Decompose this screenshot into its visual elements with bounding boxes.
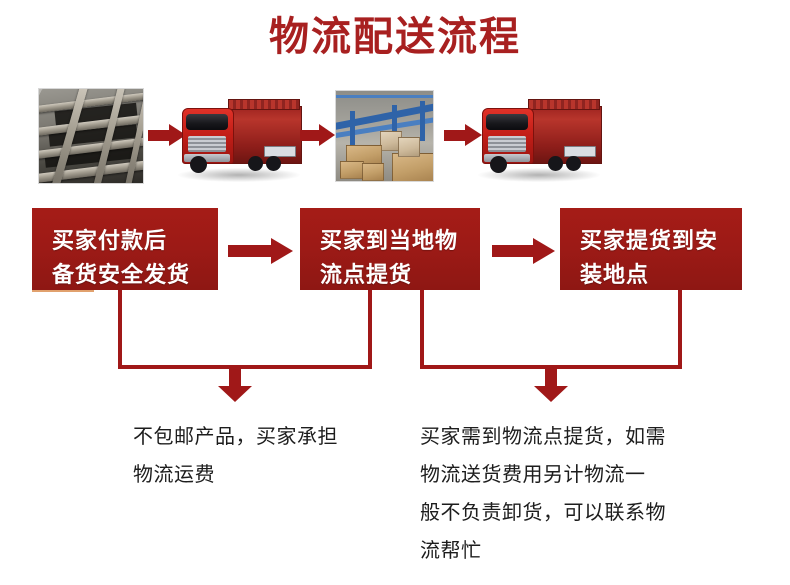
arrow-head: [534, 386, 568, 402]
flow-step-2-line-2: 流点提货: [320, 262, 413, 287]
connector-vertical-right-1: [420, 290, 424, 368]
carton: [398, 137, 420, 157]
arrow-shaft: [148, 130, 170, 141]
flow-step-3[interactable]: 买家提货到安 装地点: [560, 208, 742, 290]
arrow-shaft: [444, 130, 466, 141]
photo-arrow-2: [300, 124, 336, 146]
flow-step-3-line-1: 买家提货到安: [580, 228, 719, 253]
note-left: 不包邮产品，买家承担 物流运费: [133, 418, 403, 494]
truck-container-roof: [528, 99, 600, 110]
truck-shadow: [178, 168, 300, 182]
arrow-head: [533, 238, 555, 264]
note-right-line-3: 般不负责卸货，可以联系物: [420, 502, 666, 524]
truck-wheel: [248, 156, 263, 171]
note-left-line-1: 不包邮产品，买家承担: [133, 426, 338, 448]
truck-windshield: [186, 114, 228, 130]
arrow-head: [169, 124, 186, 146]
flow-arrow-2: [492, 238, 556, 264]
warehouse-column: [392, 105, 397, 141]
connector-horizontal-left: [118, 365, 372, 369]
flow-step-3-line-2: 装地点: [580, 262, 650, 287]
red-truck-photo-2: [476, 86, 602, 184]
ceiling-truss: [336, 95, 433, 98]
arrow-shaft: [492, 245, 534, 257]
photo-arrow-1: [148, 124, 186, 146]
page-title: 物流配送流程: [269, 13, 521, 60]
arrow-shaft: [300, 130, 320, 141]
flow-step-1-underline: [32, 290, 94, 292]
note-right-line-4: 流帮忙: [420, 540, 482, 562]
flow-step-1-line-2: 备货安全发货: [52, 262, 191, 287]
carton: [362, 163, 384, 181]
flow-step-1-line-1: 买家付款后: [52, 228, 168, 253]
arrow-head: [319, 124, 335, 146]
arrow-head: [218, 386, 252, 402]
flow-step-2-line-1: 买家到当地物: [320, 228, 459, 253]
warehouse-photo: [335, 90, 434, 182]
truck-container-roof: [228, 99, 300, 110]
arrow-shaft: [228, 245, 272, 257]
truck-grille: [188, 136, 226, 152]
truck-side-panel: [264, 146, 296, 157]
red-truck-photo-1: [176, 86, 302, 184]
arrow-shaft: [545, 369, 557, 387]
truck-wheel: [490, 156, 507, 173]
connector-vertical-right-2: [678, 290, 682, 368]
truck-wheel: [266, 156, 281, 171]
truck-wheel: [548, 156, 563, 171]
photo-arrow-3: [444, 124, 482, 146]
note-left-line-2: 物流运费: [133, 464, 215, 486]
flow-step-2[interactable]: 买家到当地物 流点提货: [300, 208, 480, 290]
truck-side-panel: [564, 146, 596, 157]
truck-shadow: [478, 168, 600, 182]
warehouse-column: [350, 111, 355, 145]
arrow-head: [465, 124, 482, 146]
arrow-head: [271, 238, 293, 264]
connector-vertical-left-2: [368, 290, 372, 368]
warehouse-column: [420, 101, 425, 141]
truck-wheel: [566, 156, 581, 171]
pallet-packing-photo: [38, 88, 144, 184]
truck-wheel: [190, 156, 207, 173]
truck-bumper: [484, 154, 530, 162]
connector-vertical-left-1: [118, 290, 122, 368]
arrow-shaft: [229, 369, 241, 387]
flow-step-1[interactable]: 买家付款后 备货安全发货: [32, 208, 218, 290]
connector-horizontal-right: [420, 365, 682, 369]
connector-arrow-down-left: [218, 369, 252, 402]
note-right-line-2: 物流送货费用另计物流一: [420, 464, 646, 486]
carton: [392, 153, 433, 181]
flow-arrow-1: [228, 238, 294, 264]
note-right: 买家需到物流点提货，如需 物流送货费用另计物流一 般不负责卸货，可以联系物 流帮…: [420, 418, 710, 570]
truck-bumper: [184, 154, 230, 162]
truck-windshield: [486, 114, 528, 130]
connector-arrow-down-right: [534, 369, 568, 402]
truck-grille: [488, 136, 526, 152]
note-right-line-1: 买家需到物流点提货，如需: [420, 426, 666, 448]
carton: [340, 161, 364, 179]
